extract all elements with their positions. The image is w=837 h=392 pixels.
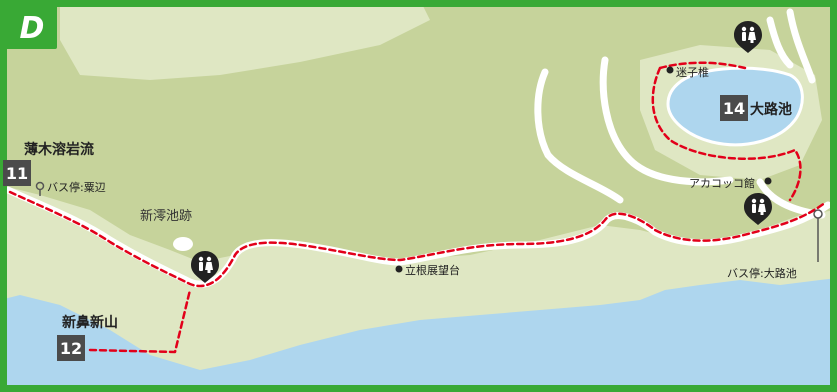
toilet-icon bbox=[190, 250, 220, 283]
spot-11-name: 薄木溶岩流 bbox=[24, 142, 94, 158]
road-north-a bbox=[534, 68, 624, 204]
roads bbox=[4, 8, 832, 288]
section-letter: D bbox=[7, 7, 57, 49]
land-patch bbox=[60, 0, 430, 80]
road-north-b bbox=[599, 56, 734, 186]
shinmio-pond bbox=[173, 237, 193, 251]
meikoshii-label: 迷子椎 bbox=[676, 66, 709, 79]
spot-12-name: 新鼻新山 bbox=[62, 315, 118, 331]
toilet-icon bbox=[743, 192, 773, 225]
spot-11-badge[interactable]: 11 bbox=[3, 160, 31, 186]
toilet-icon bbox=[733, 20, 763, 53]
spot-12-badge[interactable]: 12 bbox=[57, 335, 85, 361]
trail-route bbox=[8, 61, 828, 354]
main-road bbox=[4, 186, 832, 288]
road-pond-east-2 bbox=[766, 16, 794, 69]
trail-main bbox=[8, 190, 828, 288]
bus-stop-awabe-label: バス停:粟辺 bbox=[47, 181, 106, 194]
bus-stop-tairo-label: バス停:大路池 bbox=[727, 267, 797, 280]
sea bbox=[0, 278, 837, 392]
akakokko-label: アカコッコ館 bbox=[689, 177, 755, 190]
shinmio-label: 新澪池跡 bbox=[140, 209, 193, 224]
tachine-label: 立根展望台 bbox=[405, 264, 460, 277]
spot-14-name: 大路池 bbox=[750, 102, 792, 118]
trail-to-12 bbox=[88, 288, 192, 354]
road-pond-east bbox=[786, 8, 816, 84]
spot-14-badge[interactable]: 14 bbox=[720, 95, 748, 121]
trail-pond-loop bbox=[651, 61, 802, 202]
